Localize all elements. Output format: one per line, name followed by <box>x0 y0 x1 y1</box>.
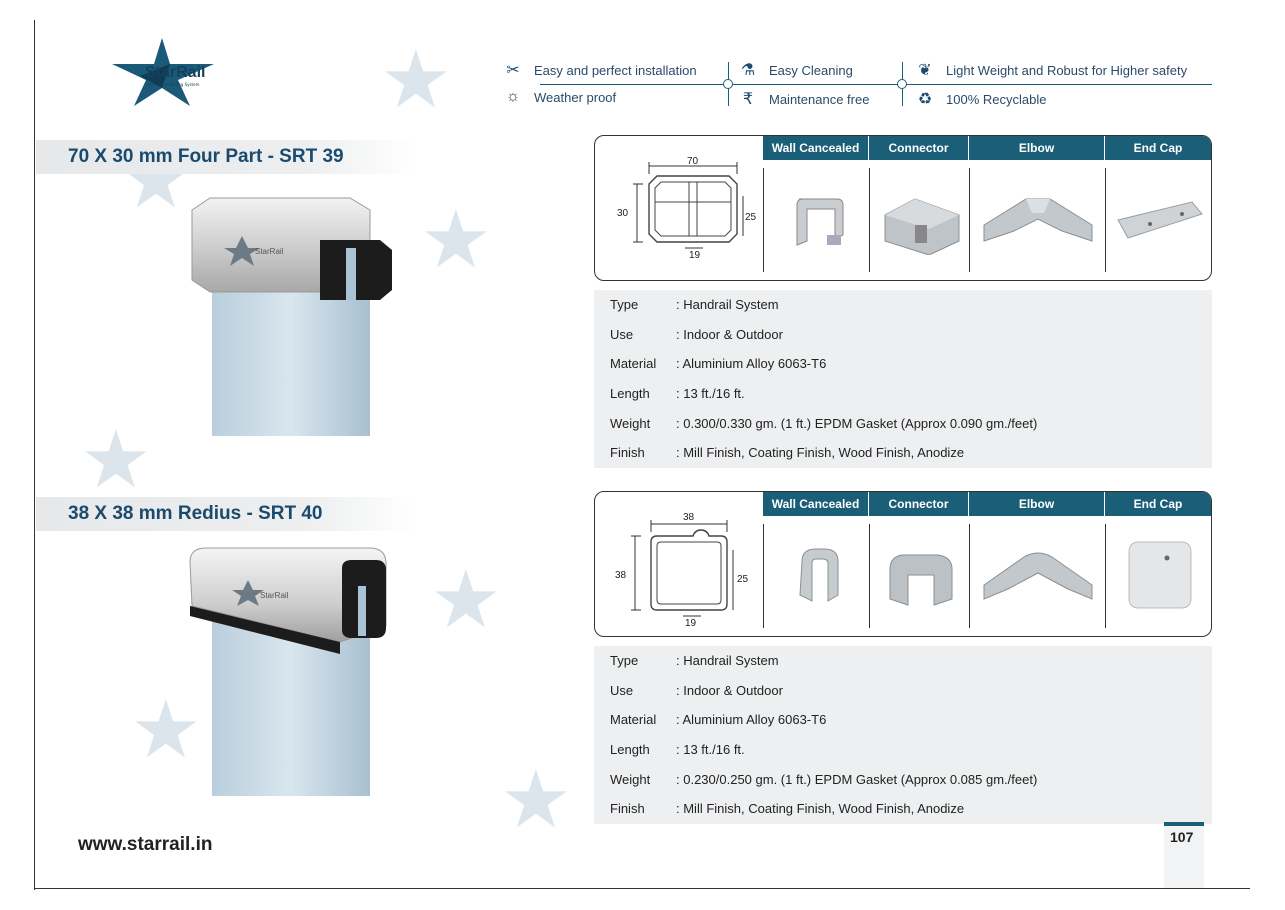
accessory-header-connector: Connector <box>869 492 969 516</box>
svg-text:70: 70 <box>687 156 699 167</box>
watermark-star-icon: ★ <box>420 193 492 286</box>
feature-item: ✂ Easy and perfect installation <box>502 60 696 80</box>
spec-row: Material: Aluminium Alloy 6063-T6 <box>610 712 827 728</box>
svg-text:25: 25 <box>745 212 757 223</box>
wall-concealed-image <box>763 524 869 628</box>
accessory-panel: 70 30 25 19 Wall Cancealed Connector Elb… <box>594 135 1212 281</box>
spec-row: Use: Indoor & Outdoor <box>610 326 783 342</box>
product-image-srt40: StarRail <box>189 547 387 796</box>
end-cap-image <box>1105 168 1211 272</box>
recycle-icon: ♻ <box>917 91 933 108</box>
feature-item: ☼ Weather proof <box>502 88 616 106</box>
accessory-header-elbow: Elbow <box>969 136 1105 160</box>
website-link[interactable]: www.starrail.in <box>78 834 213 855</box>
logo-tagline: Aluminium Railing System <box>147 82 200 87</box>
weather-icon: ☼ <box>505 88 521 105</box>
svg-text:StarRail: StarRail <box>260 591 289 600</box>
svg-text:38: 38 <box>615 570 627 581</box>
accessory-header-end-cap: End Cap <box>1133 497 1183 511</box>
feature-item: ♻ 100% Recyclable <box>914 89 1047 109</box>
svg-text:StarRail: StarRail <box>255 247 284 256</box>
watermark-star-icon: ★ <box>80 413 152 506</box>
page-number: 107 <box>1170 829 1194 845</box>
accessory-header-elbow: Elbow <box>969 492 1105 516</box>
watermark-star-icon: ★ <box>430 553 502 646</box>
spec-row: Type: Handrail System <box>610 653 779 669</box>
svg-text:38: 38 <box>683 512 695 523</box>
feature-node <box>897 79 907 89</box>
svg-text:19: 19 <box>685 618 697 626</box>
spec-row: Material: Aluminium Alloy 6063-T6 <box>610 356 827 372</box>
spec-row: Weight: 0.300/0.330 gm. (1 ft.) EPDM Gas… <box>610 415 1038 431</box>
accessory-images <box>763 524 1211 628</box>
spec-row: Length: 13 ft./16 ft. <box>610 386 745 402</box>
svg-text:30: 30 <box>617 208 629 219</box>
elbow-image <box>969 168 1105 272</box>
spec-row: Weight: 0.230/0.250 gm. (1 ft.) EPDM Gas… <box>610 771 1038 787</box>
accessory-header-connector: Connector <box>869 136 969 160</box>
starrail-logo <box>112 38 214 106</box>
page-number-tab <box>1164 822 1204 888</box>
elbow-image <box>969 524 1105 628</box>
accessory-header-wall-concealed: Wall Cancealed <box>763 136 869 160</box>
end-cap-image <box>1105 524 1211 628</box>
feather-icon: ❦ <box>918 62 932 79</box>
connector-image <box>869 524 969 628</box>
page-frame-bottom <box>34 888 1250 889</box>
product-title: 38 X 38 mm Redius - SRT 40 <box>36 497 416 531</box>
feature-item: ⚗ Easy Cleaning <box>737 60 853 80</box>
spec-row: Finish: Mill Finish, Coating Finish, Woo… <box>610 801 965 817</box>
product-title: 70 X 30 mm Four Part - SRT 39 <box>36 140 416 174</box>
accessory-header: Wall Cancealed Connector Elbow End Cap <box>763 492 1211 516</box>
tools-icon: ✂ <box>506 62 520 79</box>
page-frame-left <box>34 20 35 890</box>
spray-bottle-icon: ⚗ <box>740 62 756 79</box>
accessory-header-wall-concealed: Wall Cancealed <box>763 492 869 516</box>
spec-table: Type: Handrail System Use: Indoor & Outd… <box>594 290 1212 468</box>
spec-row: Length: 13 ft./16 ft. <box>610 742 745 758</box>
spec-row: Type: Handrail System <box>610 297 779 313</box>
feature-divider <box>540 84 1212 85</box>
spec-row: Finish: Mill Finish, Coating Finish, Woo… <box>610 445 965 461</box>
accessory-panel: 38 38 25 19 Wall Cancealed Connector Elb… <box>594 491 1212 637</box>
accessory-header-end-cap: End Cap <box>1133 141 1183 155</box>
watermark-star-icon: ★ <box>380 33 452 126</box>
logo-wordmark: StarRail <box>145 64 206 81</box>
feature-list: ✂ Easy and perfect installation ⚗ Easy C… <box>500 60 1220 112</box>
product-image-srt39: StarRail <box>191 197 392 436</box>
accessory-images <box>763 168 1211 272</box>
feature-item: ₹ Maintenance free <box>737 89 870 109</box>
svg-text:19: 19 <box>689 250 701 261</box>
profile-diagram: 70 30 25 19 <box>617 156 757 261</box>
accessory-header: Wall Cancealed Connector Elbow End Cap <box>763 136 1211 160</box>
spec-row: Use: Indoor & Outdoor <box>610 682 783 698</box>
svg-text:25: 25 <box>737 574 749 585</box>
feature-item: ❦ Light Weight and Robust for Higher saf… <box>914 60 1187 80</box>
feature-node <box>723 79 733 89</box>
rupee-icon: ₹ <box>742 91 754 108</box>
connector-image <box>869 168 969 272</box>
profile-diagram: 38 38 25 19 <box>615 512 749 626</box>
spec-table: Type: Handrail System Use: Indoor & Outd… <box>594 646 1212 824</box>
wall-concealed-image <box>763 168 869 272</box>
watermark-star-icon: ★ <box>500 753 572 846</box>
